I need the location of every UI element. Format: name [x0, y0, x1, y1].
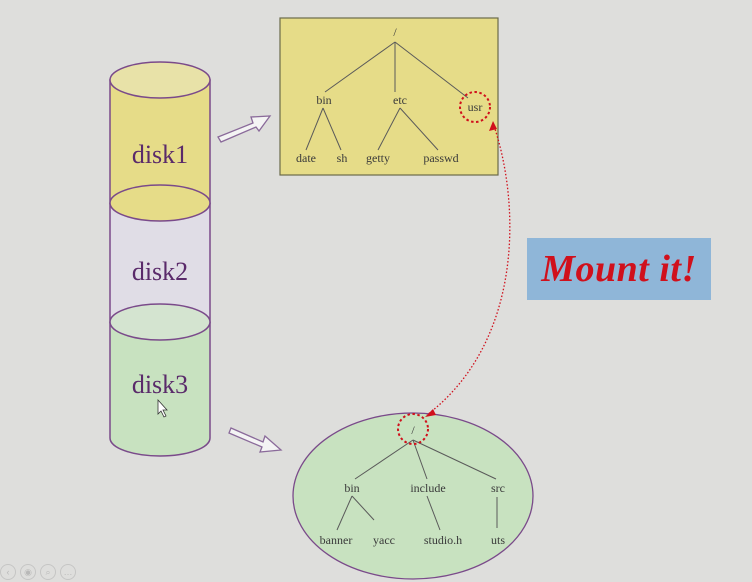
control-icon[interactable]: …	[60, 564, 76, 580]
arrow-icon	[217, 115, 272, 143]
arrowhead-icon	[489, 121, 497, 131]
player-controls: ‹ ◉ ⌕ …	[0, 562, 110, 582]
tree-bottom-node-bin: bin	[344, 481, 359, 495]
tree-bottom-leaf-yacc: yacc	[373, 533, 395, 547]
tree-bottom	[336, 439, 498, 531]
tree-bottom-leaf-studio-h: studio.h	[424, 533, 462, 547]
zoom-icon[interactable]: ⌕	[40, 564, 56, 580]
disk-cylinder: disk1 disk2 disk3	[109, 61, 211, 457]
tree-top-leaf-getty: getty	[366, 151, 390, 165]
tree-top-node-usr: usr	[468, 100, 483, 114]
control-icon[interactable]: ◉	[20, 564, 36, 580]
cursor-icon	[157, 398, 168, 418]
tree-top-node-bin: bin	[316, 93, 331, 107]
control-icon[interactable]: ‹	[0, 564, 16, 580]
filesystem-ellipse-disk3	[292, 412, 534, 580]
arrow-icon	[228, 427, 283, 453]
tree-top-leaf-date: date	[296, 151, 316, 165]
tree-bottom-node-include: include	[410, 481, 445, 495]
arrowhead-icon	[425, 409, 436, 417]
mount-it-callout: Mount it!	[527, 238, 711, 300]
mount-it-text: Mount it!	[541, 248, 697, 290]
tree-top-leaf-sh: sh	[337, 151, 348, 165]
disk1-top	[109, 61, 211, 99]
mount-root-circle	[397, 413, 429, 445]
tree-bottom-root: /	[411, 423, 415, 437]
tree-top-root: /	[393, 25, 397, 39]
disk3-top	[109, 303, 211, 341]
disk1-label: disk1	[132, 140, 188, 169]
disk3-label: disk3	[132, 370, 188, 399]
disk2-top	[109, 184, 211, 222]
disk2-label: disk2	[132, 257, 188, 286]
tree-top	[305, 41, 469, 151]
tree-bottom-leaf-banner: banner	[320, 533, 353, 547]
disk3-body	[109, 322, 211, 457]
tree-top-leaf-passwd: passwd	[423, 151, 458, 165]
tree-top-node-etc: etc	[393, 93, 407, 107]
filesystem-box-disk1	[279, 17, 499, 176]
tree-bottom-leaf-uts: uts	[491, 533, 505, 547]
mount-point-circle-usr	[459, 91, 491, 123]
tree-bottom-node-src: src	[491, 481, 505, 495]
